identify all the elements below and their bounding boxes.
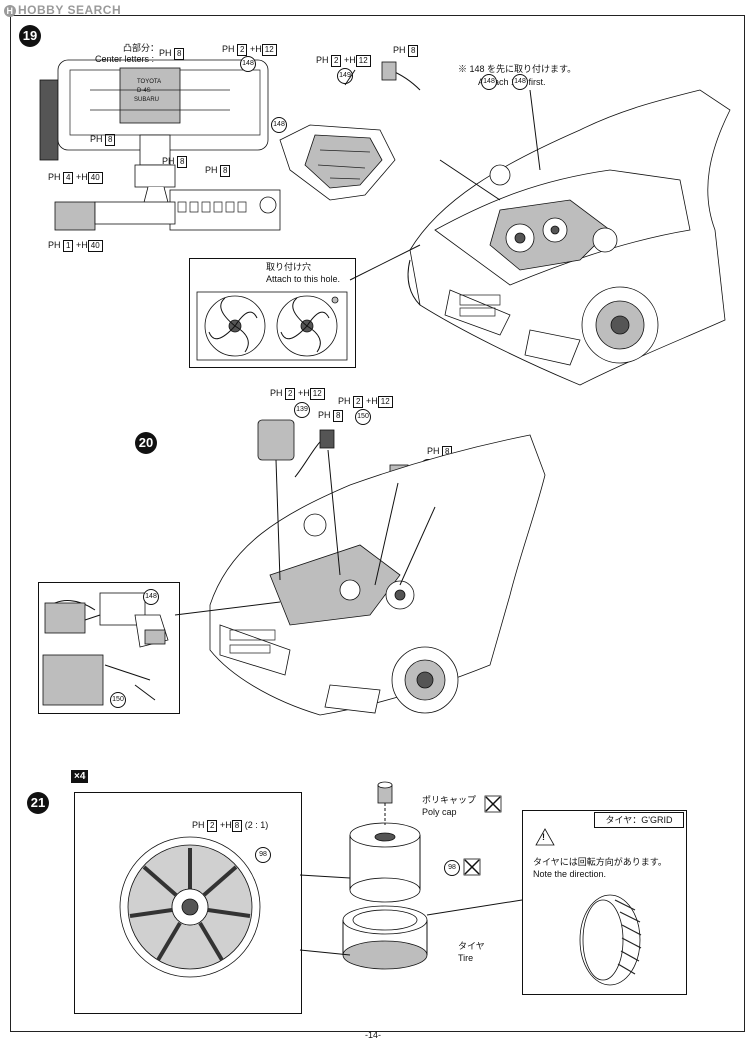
no-glue-icon <box>463 858 481 876</box>
paint-callout: PH 8 <box>90 134 116 146</box>
part-number-148: 148 <box>271 117 287 133</box>
wheel-face-drawing <box>119 836 261 978</box>
direction-jp: タイヤには回転方向があります。 <box>533 857 667 867</box>
engraving-text-1: TOYOTA <box>137 79 162 85</box>
tire-tread-drawing <box>579 894 642 986</box>
attach-first-en: Aattach 148 first. <box>478 77 546 87</box>
leader-line <box>349 244 421 281</box>
step-19-badge: 19 <box>19 25 41 47</box>
no-glue-icon <box>484 795 502 813</box>
leader-line <box>174 601 281 616</box>
step19-airbox-drawing <box>279 61 421 201</box>
page-number: -14- <box>365 1030 382 1040</box>
part-number-98: 98 <box>444 860 460 876</box>
warning-triangle-icon <box>535 828 555 846</box>
polycap-label-jp: ポリキャップ <box>422 795 477 805</box>
warning-mark: ! <box>542 832 545 842</box>
polycap-label-en: Poly cap <box>422 807 457 817</box>
wheel-exploded-drawing <box>342 781 428 970</box>
intake-detail-drawing <box>42 592 169 706</box>
engraving-text-3: SUBARU <box>134 97 160 103</box>
engraving-text-2: D-4S <box>137 88 151 94</box>
step-21-badge: 21 <box>27 792 49 814</box>
part-number-150: 150 <box>355 409 371 425</box>
step20-car-drawing <box>209 419 546 716</box>
leader-lines <box>299 874 523 956</box>
attach-first-jp: ※ 148 を先に取り付けます。 <box>458 64 577 74</box>
quantity-x4-badge: ×4 <box>71 770 89 783</box>
part-number-148: 148 <box>143 589 159 605</box>
paint-callout: PH 8 <box>318 410 344 422</box>
sheet-border <box>10 15 745 1032</box>
tire-type-title: タイヤ：G'GRID <box>594 812 684 828</box>
part-number-149: 149 <box>337 68 353 84</box>
direction-en: Note the direction. <box>533 869 607 879</box>
hole-label-en: Attach to this hole. <box>266 274 341 284</box>
part-number-148: 148 <box>240 56 256 72</box>
center-letters-jp: 凸部分： <box>123 43 160 53</box>
part-number-148-inline: 148 <box>481 74 497 90</box>
paint-callout: PH 8 <box>162 156 188 168</box>
tire-label-en: Tire <box>458 953 474 963</box>
paint-callout: PH 8 <box>205 165 231 177</box>
center-letters-en: Center letters : <box>95 54 155 64</box>
step19-car-drawing <box>407 89 731 386</box>
paint-callout: PH 8 <box>393 45 419 57</box>
step-20-badge: 20 <box>135 432 157 454</box>
hole-label-jp: 取り付け穴 <box>266 262 312 272</box>
watermark-logo: H <box>4 4 16 17</box>
radiator-fans-drawing <box>196 291 348 361</box>
step19-intake-drawing <box>39 59 281 231</box>
part-number-98: 98 <box>255 847 271 863</box>
paint-callout: PH 8 <box>159 48 185 60</box>
part-number-139: 139 <box>294 402 310 418</box>
part-number-150: 150 <box>110 692 126 708</box>
watermark-text: HOBBY SEARCH <box>18 3 122 17</box>
tire-label-jp: タイヤ <box>458 941 485 951</box>
part-number-148-inline: 148 <box>512 74 528 90</box>
